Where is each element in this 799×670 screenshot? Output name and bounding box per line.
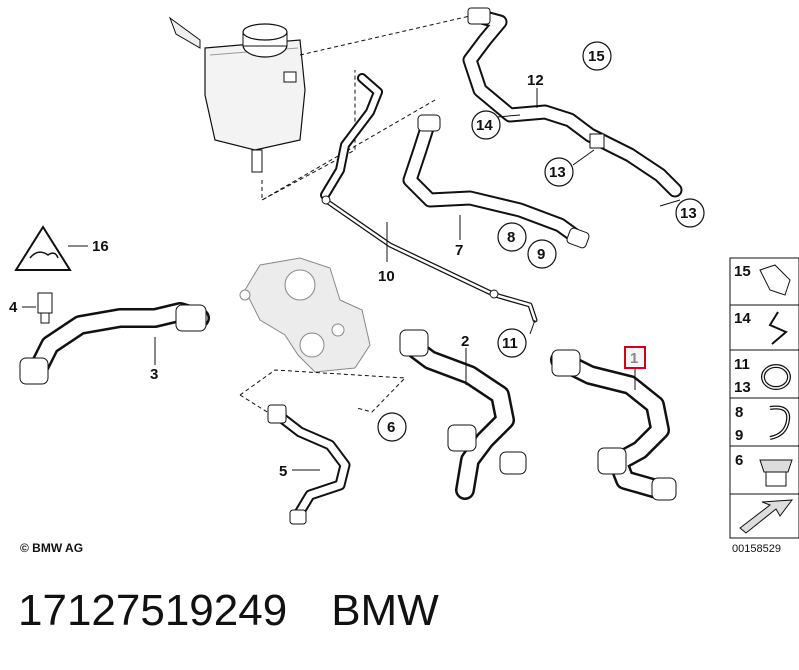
expansion-tank <box>168 16 306 173</box>
hose-2 <box>399 329 527 500</box>
callout-11: 11 <box>502 335 518 352</box>
callout-14: 14 <box>476 117 493 134</box>
parts-legend: 15 14 11 13 8 9 6 <box>729 257 799 539</box>
highlight-box <box>624 346 646 369</box>
warning-triangle-icon <box>14 225 72 271</box>
copyright-label: © BMW AG <box>20 541 84 555</box>
water-pump <box>239 257 371 373</box>
document-number: 00158529 <box>732 543 781 555</box>
legend-15: 15 <box>734 263 751 280</box>
callout-8: 8 <box>507 229 515 246</box>
callout-12: 12 <box>527 72 544 89</box>
hose-1 <box>550 349 677 501</box>
callout-2: 2 <box>461 333 469 350</box>
parts-diagram: .hose { fill: none; stroke: #111; stroke… <box>9 7 799 539</box>
callout-16: 16 <box>92 238 109 255</box>
hose-12 <box>462 7 683 198</box>
callout-15: 15 <box>588 48 605 65</box>
hose-3 <box>19 302 210 385</box>
legend-9: 9 <box>735 427 743 444</box>
arrow-icon <box>739 499 794 534</box>
footer-caption: 17127519249 BMW <box>18 586 439 636</box>
callout-13-b: 13 <box>680 205 697 222</box>
callout-10: 10 <box>378 268 395 285</box>
part-number: 17127519249 <box>18 586 288 635</box>
callout-4: 4 <box>9 299 18 316</box>
callout-6: 6 <box>387 419 395 436</box>
callout-3: 3 <box>150 366 158 383</box>
legend-14: 14 <box>734 310 751 327</box>
hose-10 <box>320 73 538 323</box>
legend-8: 8 <box>735 404 743 421</box>
legend-13: 13 <box>734 379 751 396</box>
callout-7: 7 <box>455 242 463 259</box>
callout-5: 5 <box>279 463 287 480</box>
legend-11: 11 <box>734 356 750 373</box>
callout-13-a: 13 <box>549 164 566 181</box>
hose-7 <box>402 114 590 249</box>
hose-5 <box>267 404 351 525</box>
legend-6: 6 <box>735 452 743 469</box>
brand-name: BMW <box>331 586 439 635</box>
callout-9: 9 <box>537 246 545 263</box>
sensor-4 <box>37 292 53 324</box>
callout-1: 1 <box>630 350 638 367</box>
